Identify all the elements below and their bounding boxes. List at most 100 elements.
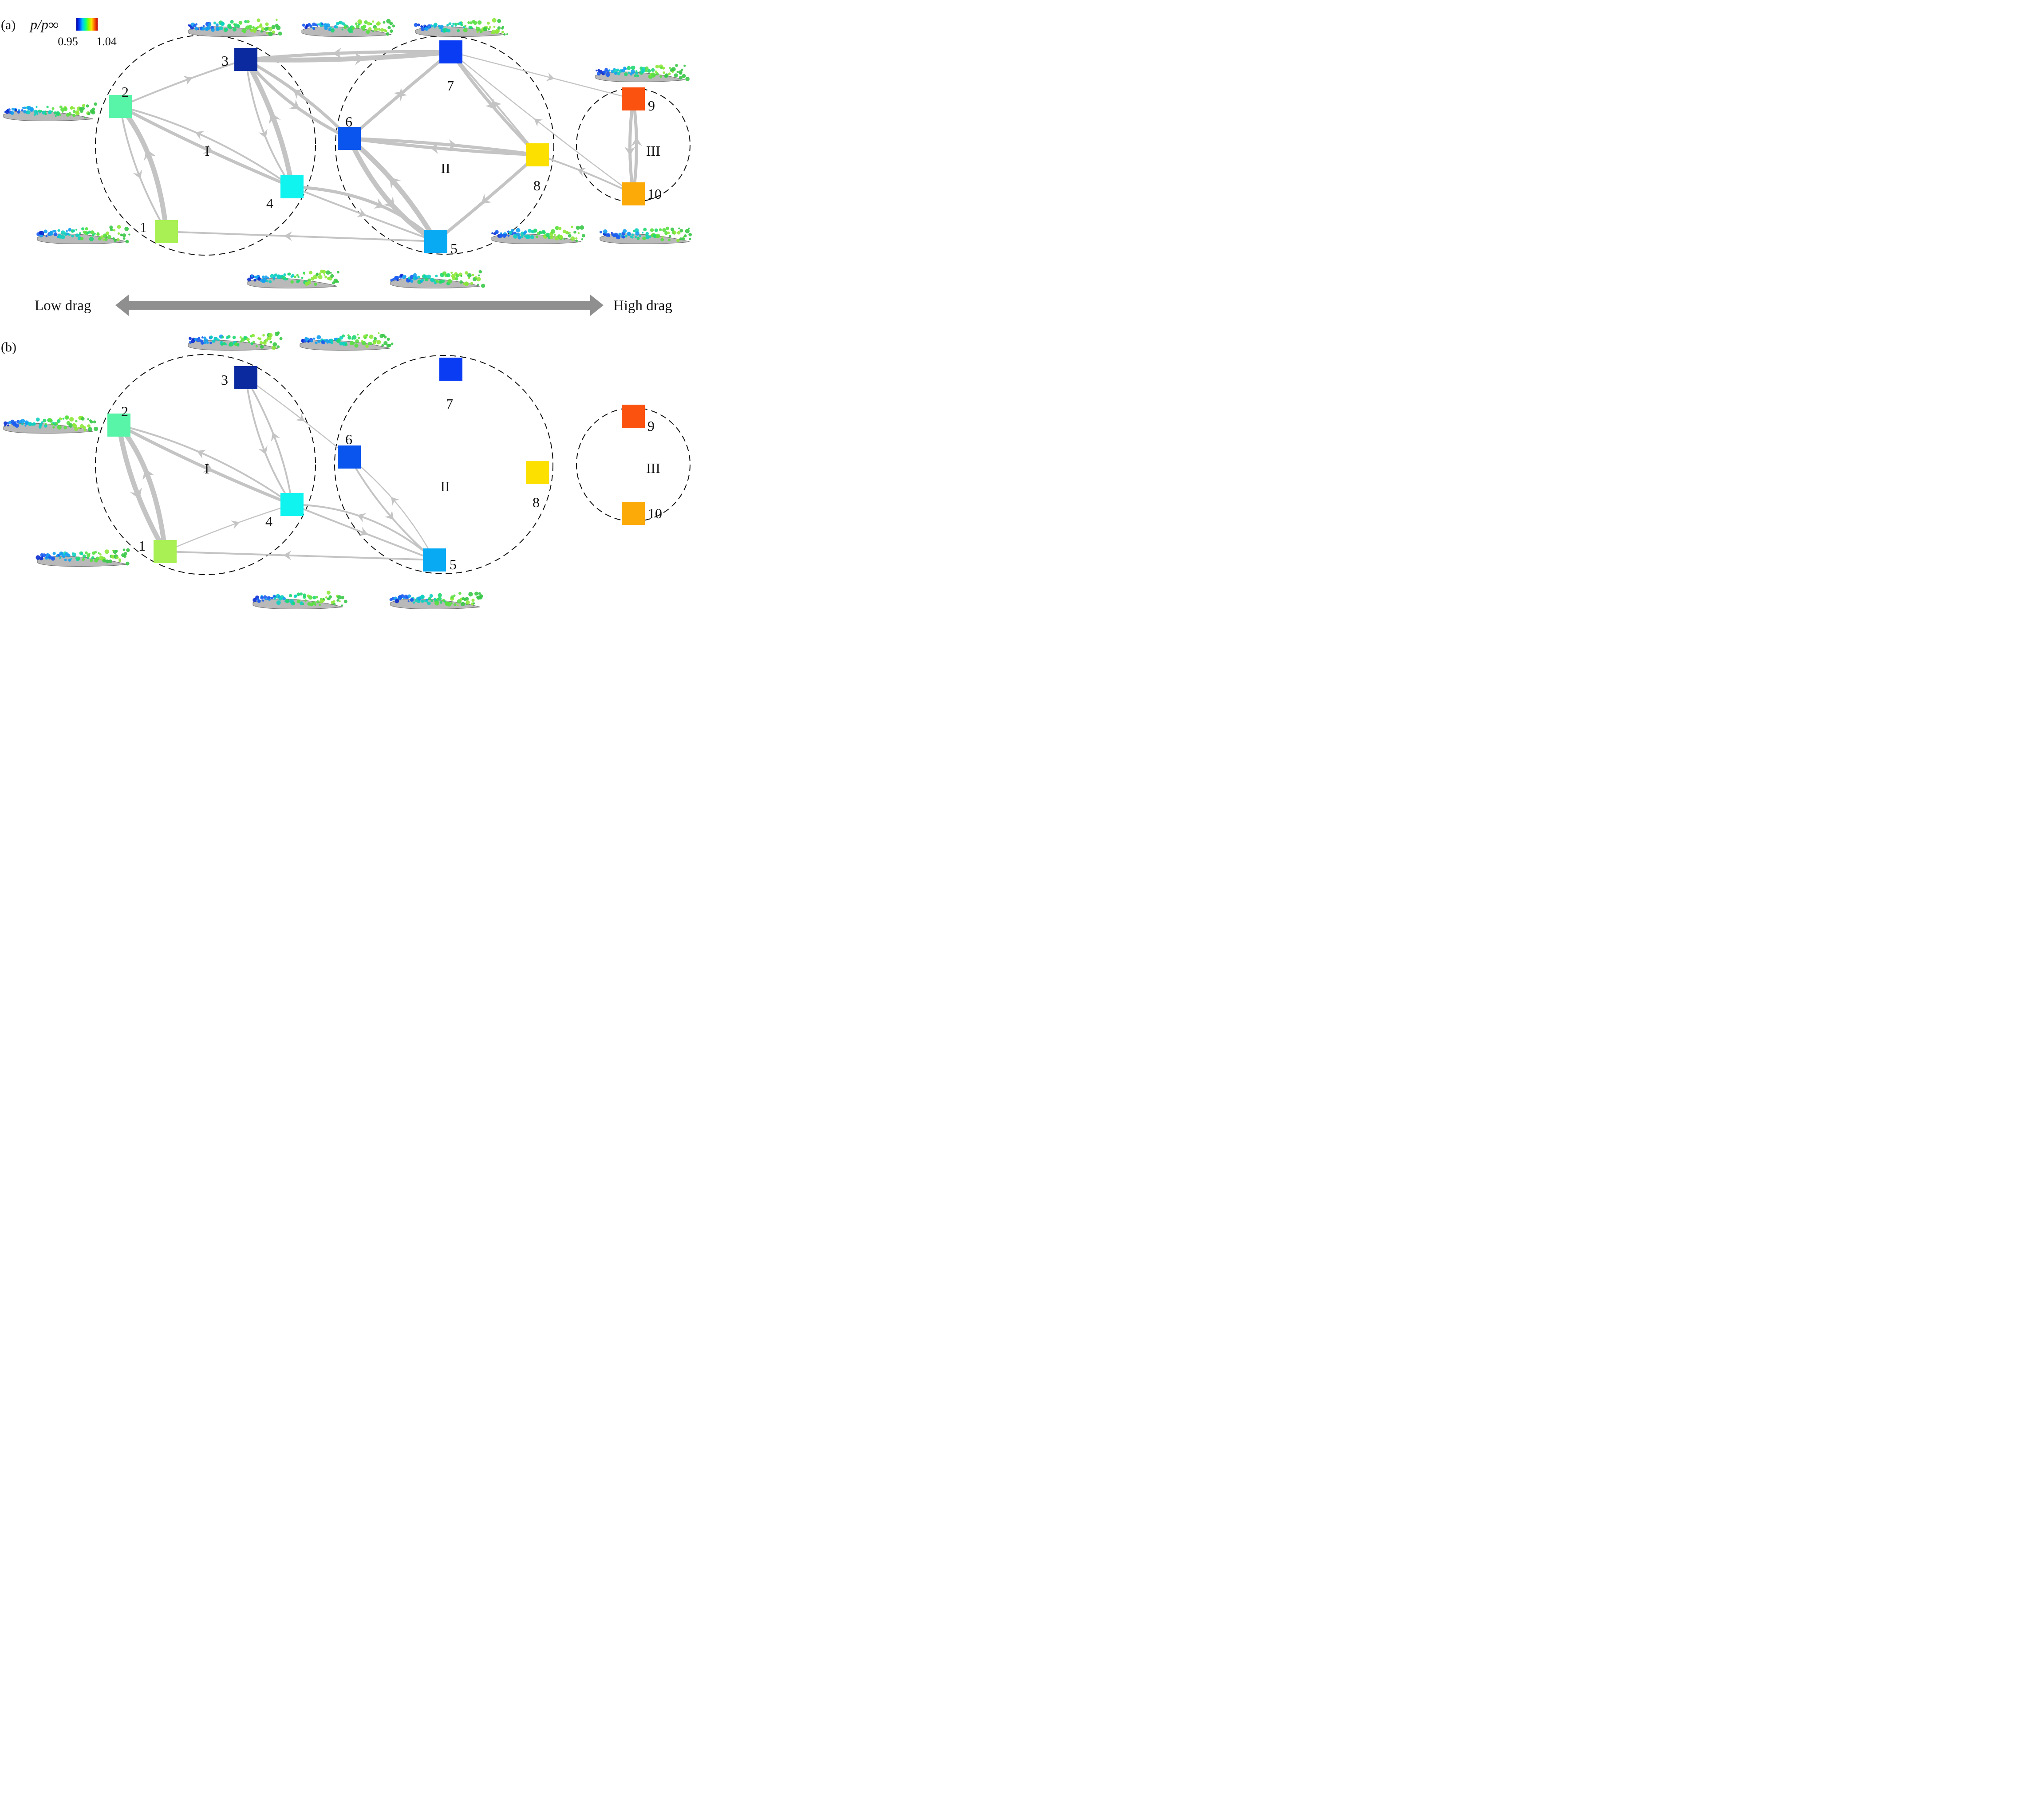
panel-a-cluster-3 bbox=[234, 48, 257, 71]
panel-b-cluster-3-label: 3 bbox=[221, 372, 228, 388]
panel-b-flow-snapshot-1 bbox=[188, 331, 283, 351]
panel-b-cluster-4-label: 4 bbox=[265, 513, 272, 529]
panel-a-arrowhead-4-to-2 bbox=[195, 131, 205, 140]
panel-b-cluster-6 bbox=[338, 445, 361, 469]
panel-a-transition-7-to-6 bbox=[348, 51, 452, 139]
panel-a-cluster-7 bbox=[439, 40, 462, 63]
panel-b-transition-5-to-6 bbox=[348, 456, 435, 561]
panel-a-flow-snapshot-7 bbox=[491, 225, 585, 244]
panel-a-arrowhead-4-to-5 bbox=[373, 198, 384, 209]
panel-a-arrowhead-4-to-3 bbox=[268, 112, 281, 125]
panel-a-arrowhead-10-to-7 bbox=[534, 118, 543, 127]
panel-b-cluster-1-label: 1 bbox=[138, 538, 146, 554]
panel-a-transition-7-to-9 bbox=[450, 51, 634, 100]
panel-b-cluster-3 bbox=[234, 366, 257, 389]
panel-a-transition-4-to-3 bbox=[243, 57, 295, 189]
panel-a-arrowhead-2-to-1 bbox=[133, 169, 142, 179]
high-drag-label: High drag bbox=[613, 298, 672, 314]
low-drag-label: Low drag bbox=[35, 298, 91, 314]
panel-a-transition-10-to-7 bbox=[450, 51, 634, 195]
panel-a-arrowhead-3-to-6 bbox=[289, 99, 300, 110]
panel-b-arrowhead-4-to-2 bbox=[197, 449, 206, 459]
panel-a-arrowhead-2-to-4 bbox=[203, 143, 213, 154]
panel-a-transition-2-to-4 bbox=[118, 105, 294, 189]
panel-a-arrowhead-10-to-8 bbox=[577, 167, 587, 177]
panel-a-transitions bbox=[118, 47, 643, 244]
panel-a-arrowhead-8-to-5 bbox=[481, 193, 492, 204]
panel-b-cluster-regions bbox=[95, 354, 691, 575]
panel-a-flow-snapshot-8 bbox=[600, 226, 692, 244]
panel-b-arrowhead-3-to-4 bbox=[258, 445, 268, 455]
panel-a-arrowhead-5-to-1 bbox=[284, 231, 292, 241]
panel-a-cluster-4 bbox=[280, 175, 304, 198]
panel-b-transitions bbox=[116, 377, 435, 561]
panel-b-arrowhead-4-to-5 bbox=[358, 527, 368, 536]
panel-b-transition-5-to-1 bbox=[164, 550, 435, 561]
drag-double-arrow bbox=[115, 295, 604, 316]
panel-a-cluster-1 bbox=[155, 220, 178, 243]
panel-a-transition-4-to-5 bbox=[291, 186, 437, 242]
panel-a-arrowhead-8-to-7 bbox=[493, 101, 502, 110]
panel-b-cluster-8-label: 8 bbox=[533, 494, 540, 510]
panel-a-cluster-6-label: 6 bbox=[345, 114, 352, 130]
panel-b-arrowhead-6-to-5 bbox=[384, 510, 394, 520]
panel-a-cluster-10 bbox=[622, 182, 645, 205]
panel-b-cluster-10 bbox=[622, 502, 645, 525]
panel-a-arrowhead-3-to-4 bbox=[258, 129, 268, 138]
panel-b-cluster-5-label: 5 bbox=[450, 556, 457, 572]
panel-b-transition-1-to-4 bbox=[164, 504, 293, 552]
panel-b-cluster-9 bbox=[622, 405, 645, 428]
panel-b-flow-snapshot-2 bbox=[300, 332, 394, 351]
panel-b-arrowhead-5-to-6 bbox=[391, 497, 400, 506]
drag-axis: Low drag High drag bbox=[35, 295, 672, 316]
panel-a-arrowhead-7-to-9 bbox=[546, 72, 555, 82]
panel-b-region-I-circle bbox=[95, 354, 316, 575]
panel-b-region-I-label: I bbox=[205, 461, 209, 477]
panel-a-arrowhead-6-to-5 bbox=[383, 196, 395, 208]
panel-a-flow-snapshot-1 bbox=[188, 18, 282, 37]
panel-a-transition-2-to-3 bbox=[119, 59, 247, 107]
panel-a-arrowhead-6-to-8 bbox=[448, 139, 458, 150]
panel-a-transition-10-to-9 bbox=[631, 97, 643, 196]
panel-b-label: (b) bbox=[1, 340, 16, 355]
panel-a-region-II-label: II bbox=[441, 160, 450, 176]
panel-b-flow-snapshots bbox=[3, 331, 483, 609]
panel-a-cluster-5-label: 5 bbox=[450, 240, 458, 256]
panel-a-region-III-label: III bbox=[646, 143, 660, 159]
panel-a-arrowhead-3-to-7 bbox=[354, 52, 365, 65]
panel-b-cluster-10-label: 10 bbox=[648, 505, 662, 521]
panel-a-cluster-1-label: 1 bbox=[140, 219, 147, 235]
panel-a-arrowhead-2-to-3 bbox=[183, 76, 193, 85]
panel-b-transition-4-to-2 bbox=[118, 424, 293, 505]
panel-b-arrowhead-1-to-4 bbox=[231, 520, 240, 529]
panel-b-flow-snapshot-5 bbox=[253, 591, 347, 609]
panel-b-transition-4-to-5 bbox=[291, 504, 435, 561]
panel-b-flow-snapshot-3 bbox=[3, 415, 99, 434]
panel-b-cluster-6-label: 6 bbox=[345, 431, 352, 447]
panel-a-transition-5-to-1 bbox=[166, 231, 437, 242]
panel-b-region-III-label: III bbox=[646, 460, 660, 476]
panel-a-region-I-circle bbox=[95, 35, 316, 256]
panel-a-cluster-5 bbox=[424, 230, 447, 253]
panel-a-arrowhead-10-to-9 bbox=[631, 137, 643, 146]
panel-a-arrowhead-1-to-2 bbox=[144, 149, 156, 161]
panel-a-cluster-2 bbox=[109, 95, 132, 118]
panel-b-transition-6-to-5 bbox=[348, 456, 435, 561]
panel-b-cluster-4 bbox=[280, 493, 304, 516]
panel-a-transition-3-to-7 bbox=[243, 49, 454, 65]
panel-a-transition-3-to-4 bbox=[245, 59, 293, 188]
panel-a-arrowhead-6-to-3 bbox=[293, 89, 304, 99]
panel-a-transition-4-to-2 bbox=[119, 106, 293, 188]
panel-b-transition-4-to-3 bbox=[245, 377, 293, 505]
panel-b-cluster-7-label: 7 bbox=[446, 396, 453, 412]
panel-b-cluster-8 bbox=[526, 461, 549, 484]
panel-a-transition-8-to-5 bbox=[434, 153, 539, 243]
panel-a-cluster-6 bbox=[338, 127, 361, 150]
panel-b-cluster-2 bbox=[107, 414, 130, 437]
panel-a-cluster-7-label: 7 bbox=[447, 78, 454, 94]
panel-a-transition-3-to-6 bbox=[244, 58, 351, 140]
